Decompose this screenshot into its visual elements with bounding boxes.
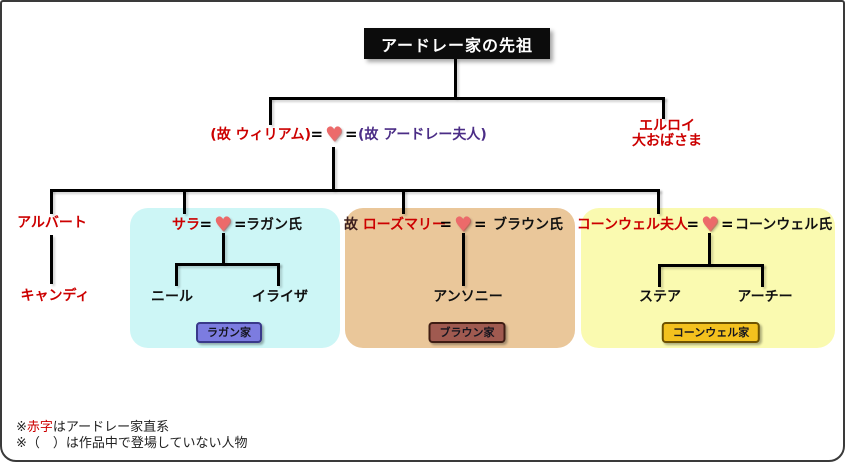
person-lagan: ラガン氏 — [246, 217, 302, 233]
footnote-red-word: 赤字 — [26, 420, 53, 435]
connector-drop-sara — [183, 189, 186, 214]
connector-lagan-child1-drop — [175, 263, 178, 286]
person-brown: ブラウン氏 — [493, 217, 563, 233]
connector-gen1-couple-down — [332, 147, 335, 190]
connector-lagan-children-bar — [175, 263, 280, 266]
equals-sign: = — [199, 214, 213, 233]
connector-gen2-horizontal — [50, 189, 660, 192]
person-rosemary-name: ローズマリー — [362, 217, 446, 233]
connector-lagan-couple-down — [222, 233, 225, 264]
equals-sign: = — [720, 214, 734, 233]
heart-icon: ♥ — [214, 212, 232, 236]
heart-icon: ♥ — [325, 122, 343, 146]
marriage-link-brown: = ♥ = — [439, 214, 486, 234]
person-eliza: イライザ — [252, 289, 308, 305]
footnote-parentheses-meaning: ※（ ）は作品中で登場していない人物 — [16, 436, 248, 451]
connector-gen1-right-drop — [662, 97, 665, 119]
connector-title-down — [454, 58, 457, 98]
person-elroy-line1: エルロイ — [639, 118, 695, 134]
person-cornwell-husband: コーンウェル氏 — [735, 217, 833, 233]
equals-sign: = — [310, 124, 324, 143]
footnote-red-meaning: ※赤字はアードレー家直系 — [16, 420, 169, 435]
equals-sign: = — [344, 124, 358, 143]
brown-family-badge: ブラウン家 — [428, 322, 506, 343]
person-elroy: エルロイ 大おばさま — [632, 119, 702, 149]
person-elroy-line2: 大おばさま — [632, 133, 702, 149]
connector-brown-child-drop — [462, 233, 465, 286]
equals-sign: = — [686, 214, 700, 233]
marriage-link-lagan: = ♥ = — [199, 214, 246, 234]
footnote-mark: ※ — [16, 420, 27, 435]
person-archie: アーチー — [737, 289, 793, 305]
person-candy: キャンディ — [20, 288, 90, 304]
connector-cornwell-children-bar — [658, 264, 764, 267]
person-ardlay-wife: (故 アードレー夫人) — [358, 127, 487, 143]
connector-gen1-horizontal — [269, 97, 665, 100]
person-albert: アルバート — [17, 215, 87, 231]
cornwell-family-badge: コーンウェル家 — [661, 322, 761, 343]
deceased-prefix: 故 — [343, 217, 358, 233]
connector-cornwell-couple-down — [708, 233, 711, 265]
heart-icon: ♥ — [454, 212, 472, 236]
connector-cornwell-child2-drop — [761, 264, 764, 287]
marriage-link-gen1: = ♥ = — [310, 124, 357, 144]
connector-drop-albert — [50, 189, 53, 214]
connector-albert-candy — [50, 235, 53, 284]
equals-sign: = — [233, 214, 247, 233]
person-sara: サラ — [172, 217, 200, 233]
connector-drop-rosemary — [402, 189, 405, 214]
connector-drop-cornwell — [657, 189, 660, 214]
person-cornwell-wife: コーンウェル夫人 — [576, 217, 688, 233]
footnote-rest: はアードレー家直系 — [52, 420, 170, 435]
person-neil: ニール — [151, 289, 193, 305]
person-anthony: アンソニー — [433, 289, 503, 305]
connector-cornwell-child1-drop — [658, 264, 661, 287]
connector-gen1-left-drop — [269, 97, 272, 125]
equals-sign: = — [439, 214, 453, 233]
person-william: (故 ウィリアム) — [210, 127, 311, 143]
person-rosemary: 故 ローズマリー — [344, 217, 446, 233]
person-stear: ステア — [639, 289, 681, 305]
diagram-title-text: アードレー家の先祖 — [380, 35, 534, 55]
heart-icon: ♥ — [701, 212, 719, 236]
diagram-title: アードレー家の先祖 — [364, 28, 550, 59]
equals-sign: = — [473, 214, 487, 233]
marriage-link-cornwell: = ♥ = — [686, 214, 733, 234]
lagan-family-badge: ラガン家 — [196, 322, 262, 343]
connector-lagan-child2-drop — [277, 263, 280, 286]
